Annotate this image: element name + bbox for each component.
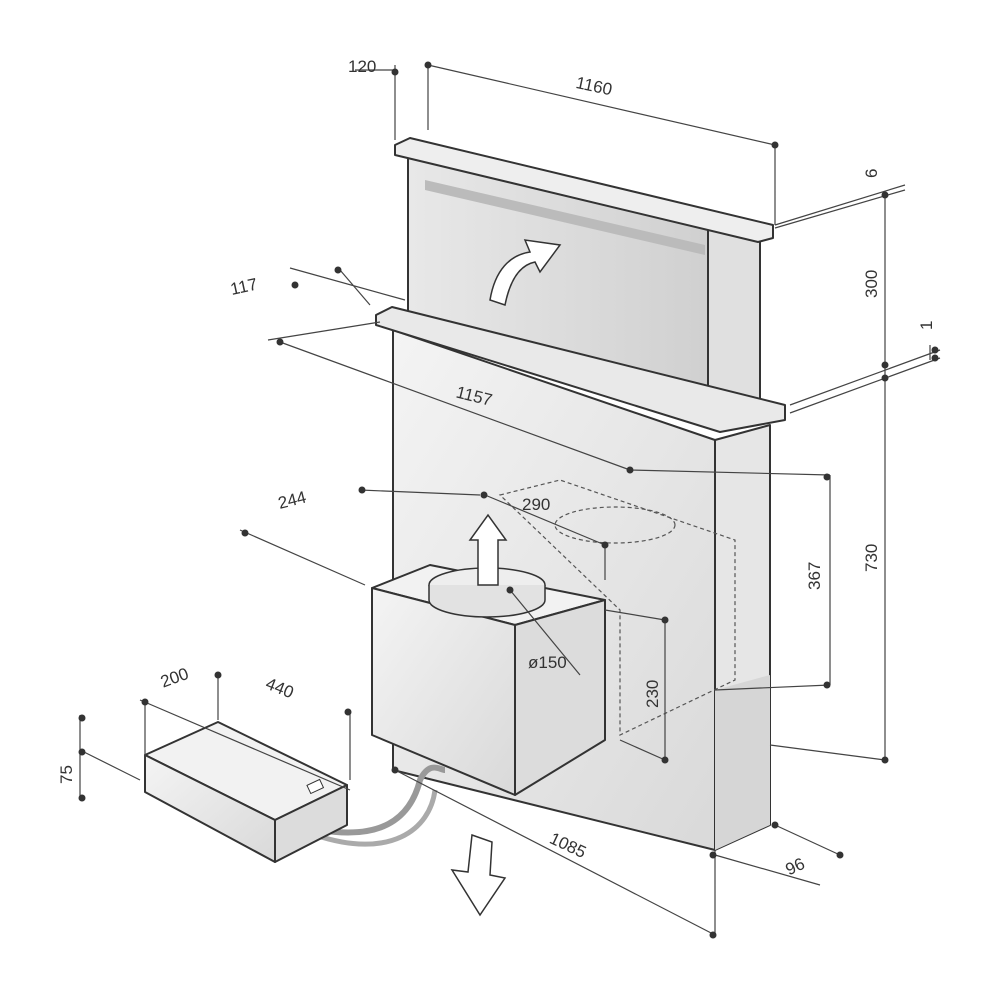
dim-duct-height: 367 [805, 562, 824, 590]
dim-duct-offset: 290 [522, 495, 550, 514]
worktop-ledge [375, 306, 786, 433]
dim-duct-diameter: ø150 [528, 653, 567, 672]
exhaust-down-arrow-icon [450, 833, 507, 917]
control-box [144, 721, 348, 863]
dim-control-width: 440 [263, 674, 296, 702]
motor-unit [371, 513, 606, 796]
dimension-lines [78, 61, 941, 939]
dim-cap-height: 6 [862, 169, 881, 178]
dim-top-width: 1160 [574, 73, 614, 99]
dim-motor-offset: 244 [276, 488, 308, 513]
dim-body-height: 730 [862, 544, 881, 572]
dim-body-width: 1085 [547, 829, 589, 862]
top-cap [394, 137, 774, 243]
dim-top-depth: 120 [348, 57, 376, 76]
dim-ledge-depth: 117 [229, 275, 259, 299]
dim-control-depth: 200 [158, 664, 191, 692]
dim-ledge-gap: 1 [917, 321, 936, 330]
exhaust-up-arrow-icon [468, 513, 508, 586]
airflow-arrow-icon [489, 239, 562, 306]
dim-raise-height: 300 [862, 270, 881, 298]
dim-motor-height: 230 [643, 680, 662, 708]
switch-icon [306, 778, 325, 795]
dim-control-height: 75 [57, 765, 76, 784]
